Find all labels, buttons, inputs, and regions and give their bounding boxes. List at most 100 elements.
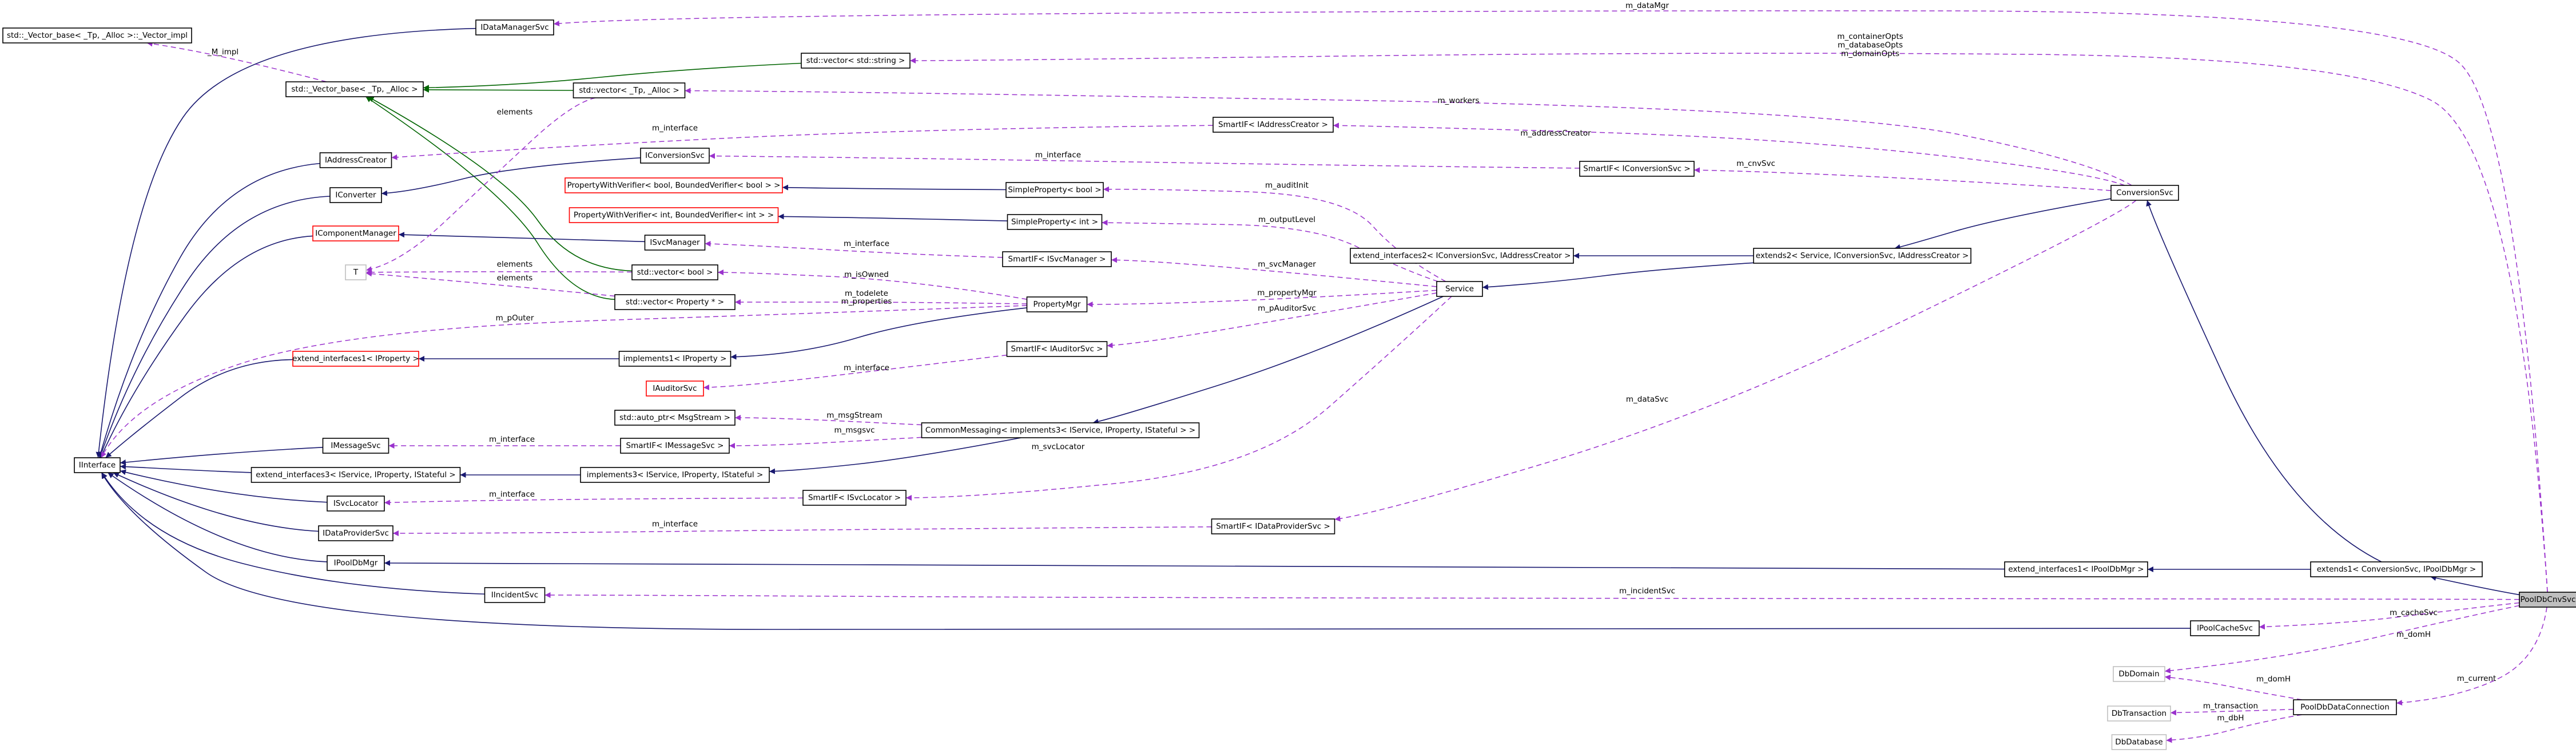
edge-label-elements_3: elements [497, 274, 533, 283]
edge-IConverter-to-IInterface [99, 196, 331, 458]
edge-label-m_interface_ms: m_interface [489, 435, 535, 444]
edge-label-m_properties: m_properties [841, 297, 892, 306]
class-node-SmartIF_IDataProviderSvc[interactable]: SmartIF< IDataProviderSvc > [1211, 518, 1335, 534]
class-node-SmartIF_IConversionSvc[interactable]: SmartIF< IConversionSvc > [1579, 161, 1695, 177]
class-node-label: SmartIF< IDataProviderSvc > [1216, 522, 1330, 531]
edge-Service-to-SmartIF_ISvcManager [1111, 257, 1437, 287]
class-node-DbDatabase[interactable]: DbDatabase [2111, 734, 2167, 750]
class-node-box [329, 187, 382, 203]
class-node-CommonMessaging[interactable]: CommonMessaging< implements3< IService, … [921, 422, 1200, 438]
class-node-extend_interfaces1_IPoolDbMgr[interactable]: extend_interfaces1< IPoolDbMgr > [2004, 561, 2148, 577]
edge-label-m_cacheSvc: m_cacheSvc [2390, 608, 2438, 617]
class-node-label: SmartIF< IAddressCreator > [1218, 120, 1328, 129]
class-node-IPoolDbMgr[interactable]: IPoolDbMgr [327, 555, 385, 571]
class-node-IInterface[interactable]: IInterface [74, 457, 121, 473]
class-node-label: SimpleProperty< int > [1011, 217, 1098, 227]
class-node-SimpleProperty_int[interactable]: SimpleProperty< int > [1007, 214, 1103, 230]
class-node-SmartIF_ISvcLocator[interactable]: SmartIF< ISvcLocator > [802, 490, 907, 506]
class-node-IPoolCacheSvc[interactable]: IPoolCacheSvc [2190, 620, 2260, 636]
class-node-implements3[interactable]: implements3< IService, IProperty, IState… [580, 467, 770, 483]
class-node-auto_ptr_MsgStream[interactable]: std::auto_ptr< MsgStream > [614, 410, 736, 426]
class-node-PWV_bool[interactable]: PropertyWithVerifier< bool, BoundedVerif… [565, 177, 783, 193]
edge-PoolDbCnvSvc-to-PoolDbDataConnection [2396, 607, 2547, 706]
class-node-vector_base_impl[interactable]: std::_Vector_base< _Tp, _Alloc >::_Vecto… [2, 27, 192, 43]
class-node-T[interactable]: T [345, 264, 367, 280]
class-node-IAddressCreator[interactable]: IAddressCreator [319, 152, 392, 168]
class-node-box [1579, 161, 1695, 177]
class-node-SmartIF_ISvcManager[interactable]: SmartIF< ISvcManager > [1002, 251, 1112, 267]
class-node-label: ConversionSvc [2116, 188, 2173, 197]
class-node-label: std::auto_ptr< MsgStream > [619, 413, 730, 422]
edge-label-m_dataSvc: m_dataSvc [1626, 395, 1668, 404]
edge-PoolDbDataConnection-to-DbDomain [2164, 675, 2303, 700]
class-node-PoolDbCnvSvc[interactable]: PoolDbCnvSvc [2519, 592, 2576, 608]
edge-label-m_impl: _M_impl [207, 47, 238, 57]
class-node-box [2111, 734, 2167, 750]
class-node-vector_base[interactable]: std::_Vector_base< _Tp, _Alloc > [285, 81, 424, 97]
class-node-label: PoolDbDataConnection [2300, 703, 2390, 712]
class-node-extend_interfaces3[interactable]: extend_interfaces3< IService, IProperty,… [251, 467, 461, 483]
edge-label-m_todelete: m_todelete [845, 289, 888, 298]
class-node-IComponentManager[interactable]: IComponentManager [312, 225, 399, 241]
edge-label-m_interface_dp: m_interface [652, 520, 698, 529]
class-node-extends1[interactable]: extends1< ConversionSvc, IPoolDbMgr > [2310, 561, 2483, 577]
class-node-IConversionSvc[interactable]: IConversionSvc [640, 148, 710, 164]
class-node-IMessageSvc[interactable]: IMessageSvc [322, 438, 389, 454]
class-node-ISvcLocator[interactable]: ISvcLocator [327, 496, 385, 512]
class-node-label: SmartIF< IMessageSvc > [626, 441, 724, 450]
class-node-extend_interfaces1_IProperty[interactable]: extend_interfaces1< IProperty > [292, 351, 419, 367]
class-node-SmartIF_IMessageSvc[interactable]: SmartIF< IMessageSvc > [620, 438, 730, 454]
class-node-IIncidentSvc[interactable]: IIncidentSvc [484, 587, 546, 603]
class-node-box [1211, 518, 1335, 534]
edge-Service-to-SimpleProperty_int [1102, 220, 1438, 282]
class-node-SmartIF_IAuditorSvc[interactable]: SmartIF< IAuditorSvc > [1006, 341, 1108, 357]
class-node-box [2113, 666, 2165, 682]
class-node-PoolDbDataConnection[interactable]: PoolDbDataConnection [2293, 699, 2397, 715]
edge-extends1-to-ConversionSvc [2146, 200, 2382, 562]
class-node-label: IConversionSvc [645, 151, 705, 160]
class-node-implements1_IProperty[interactable]: implements1< IProperty > [618, 351, 732, 367]
class-node-Service[interactable]: Service [1436, 281, 1483, 297]
edge-label-m_interface_cs: m_interface [1035, 150, 1081, 160]
class-node-box [1005, 182, 1104, 198]
edge-label-m_propertyMgr: m_propertyMgr [1257, 288, 1317, 298]
class-node-vector_bool[interactable]: std::vector< bool > [631, 264, 718, 280]
edge-label-m_incidentSvc: m_incidentSvc [1619, 586, 1675, 596]
edge-vector_string-to-vector_base [423, 62, 802, 91]
class-node-box [1006, 341, 1108, 357]
class-node-DbDomain[interactable]: DbDomain [2113, 666, 2165, 682]
class-node-label: PropertyWithVerifier< bool, BoundedVerif… [567, 181, 781, 190]
class-node-box [2519, 592, 2576, 608]
edge-ConversionSvc-to-SmartIF_IConversionSvc [1694, 167, 2112, 191]
class-node-box [285, 81, 424, 97]
class-node-IDataProviderSvc[interactable]: IDataProviderSvc [318, 525, 393, 541]
class-node-ISvcManager[interactable]: ISvcManager [644, 235, 706, 251]
class-node-vector_string[interactable]: std::vector< std::string > [801, 53, 911, 69]
class-node-IAuditorSvc[interactable]: IAuditorSvc [646, 381, 704, 397]
class-node-extend_interfaces2_conv[interactable]: extend_interfaces2< IConversionSvc, IAdd… [1350, 248, 1574, 264]
class-node-vector_property[interactable]: std::vector< Property * > [614, 294, 736, 310]
class-node-ConversionSvc[interactable]: ConversionSvc [2110, 185, 2179, 201]
class-node-PropertyMgr[interactable]: PropertyMgr [1026, 296, 1088, 312]
class-node-PWV_int[interactable]: PropertyWithVerifier< int, BoundedVerifi… [569, 207, 779, 223]
class-node-SimpleProperty_bool[interactable]: SimpleProperty< bool > [1005, 182, 1104, 198]
class-node-SmartIF_IAddressCreator[interactable]: SmartIF< IAddressCreator > [1213, 117, 1334, 133]
class-node-box [2310, 561, 2483, 577]
class-node-IDataManagerSvc[interactable]: IDataManagerSvc [475, 19, 554, 35]
edge-PropertyMgr-to-vector_property [735, 299, 1027, 305]
edge-ConversionSvc-to-vector_tp [685, 88, 2132, 186]
class-node-label: ISvcLocator [333, 499, 379, 508]
class-node-box [318, 525, 393, 541]
class-node-box [2004, 561, 2148, 577]
class-node-extends2[interactable]: extends2< Service, IConversionSvc, IAddr… [1753, 248, 1971, 264]
class-node-IConverter[interactable]: IConverter [329, 187, 382, 203]
edge-SmartIF_IAddressCreator-to-IAddressCreator [391, 125, 1214, 160]
class-node-label: IMessageSvc [331, 441, 380, 450]
edge-label-m_domH_2: m_domH [2256, 675, 2291, 684]
class-node-vector_tp[interactable]: std::vector< _Tp, _Alloc > [573, 82, 686, 98]
edge-PoolDbCnvSvc-to-IPoolCacheSvc [2259, 602, 2520, 630]
class-node-DbTransaction[interactable]: DbTransaction [2107, 706, 2171, 722]
class-node-label: std::_Vector_base< _Tp, _Alloc > [291, 85, 418, 94]
edge-PropertyMgr-to-implements1_IProperty [730, 307, 1027, 360]
class-node-box [319, 152, 392, 168]
